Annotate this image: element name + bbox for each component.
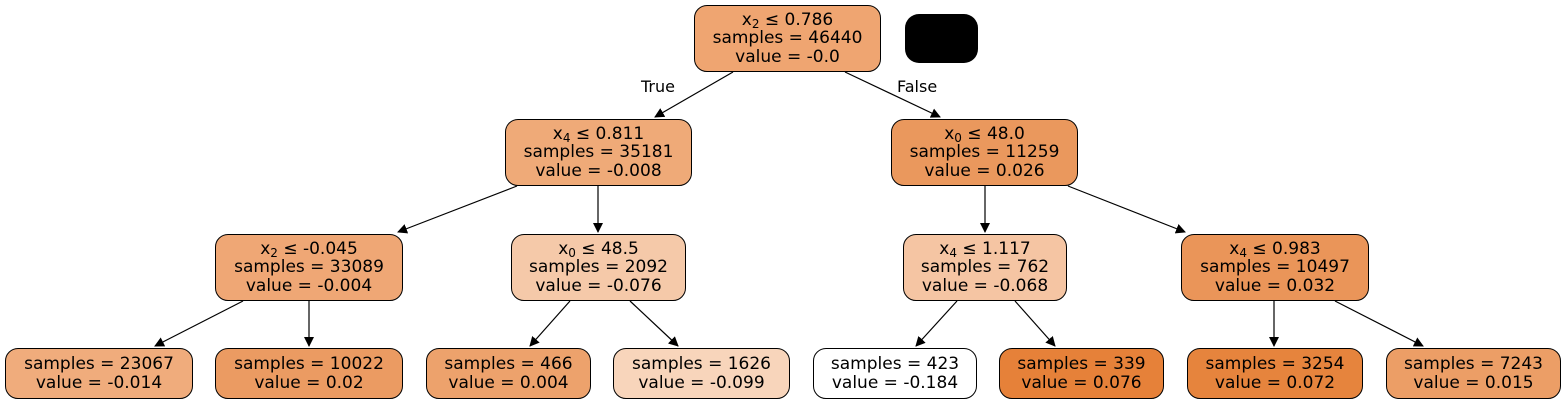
node-value: value = -0.014 — [35, 372, 163, 393]
node-value: value = 0.004 — [448, 372, 569, 393]
edge-root-right — [844, 71, 941, 118]
node-value: value = -0.008 — [535, 160, 662, 181]
node-split: x0 ≤ 48.5 — [558, 238, 639, 260]
edge-n1-n3 — [397, 185, 518, 234]
node-value: value = -0.099 — [638, 372, 765, 393]
node-value: value = -0.068 — [921, 275, 1049, 296]
node-split: x4 ≤ 0.983 — [1229, 238, 1321, 260]
node-split: x0 ≤ 48.0 — [944, 123, 1025, 145]
node-samples: samples = 339 — [1017, 354, 1146, 374]
edge-n4-n9 — [529, 300, 571, 347]
node-samples: samples = 7243 — [1404, 354, 1543, 374]
node-samples: samples = 466 — [444, 354, 573, 374]
edge-root-left — [654, 71, 734, 118]
tree-node-split: x2 ≤ -0.045 samples = 33089 value = -0.0… — [215, 234, 403, 301]
node-split: x4 ≤ 1.117 — [939, 238, 1031, 260]
edge-n3-n7 — [154, 300, 244, 347]
node-value: value = 0.026 — [924, 160, 1045, 181]
tree-leaf: samples = 7243 value = 0.015 — [1386, 348, 1561, 399]
node-samples: samples = 3254 — [1205, 354, 1345, 374]
node-value: value = 0.032 — [1214, 275, 1336, 296]
tree-leaf: samples = 339 value = 0.076 — [999, 348, 1164, 399]
node-value: value = -0.184 — [831, 372, 959, 393]
tree-leaf: samples = 1626 value = -0.099 — [613, 348, 790, 399]
edge-n5-n12 — [1014, 300, 1056, 347]
tree-node-split: x4 ≤ 0.811 samples = 35181 value = -0.00… — [505, 119, 692, 186]
node-samples: samples = 46440 — [712, 28, 863, 49]
node-split: x2 ≤ -0.045 — [260, 238, 358, 260]
node-samples: samples = 423 — [830, 354, 960, 374]
tree-node-split: x4 ≤ 0.983 samples = 10497 value = 0.032 — [1181, 234, 1369, 301]
edge-n4-n10 — [629, 300, 679, 347]
node-samples: samples = 35181 — [523, 142, 674, 163]
node-value: value = -0.004 — [245, 275, 373, 296]
node-samples: samples = 1626 — [632, 354, 771, 374]
node-split: x4 ≤ 0.811 — [552, 123, 645, 145]
node-value: value = 0.076 — [1021, 372, 1142, 393]
tree-leaf: samples = 23067 value = -0.014 — [5, 348, 193, 399]
node-value: value = 0.072 — [1214, 372, 1336, 393]
tree-node-split: x4 ≤ 1.117 samples = 762 value = -0.068 — [903, 234, 1067, 301]
node-samples: samples = 10022 — [234, 354, 384, 374]
edge-label-false: False — [897, 77, 938, 96]
node-value: value = 0.02 — [254, 372, 364, 393]
tree-leaf: samples = 10022 value = 0.02 — [215, 348, 403, 399]
node-samples: samples = 762 — [920, 257, 1050, 278]
node-value: value = -0.0 — [735, 46, 840, 67]
redaction-box — [905, 14, 978, 63]
tree-leaf: samples = 3254 value = 0.072 — [1187, 348, 1363, 399]
tree-node-root: x2 ≤ 0.786 samples = 46440 value = -0.0 — [694, 5, 881, 72]
edge-n5-n11 — [915, 300, 958, 347]
node-samples: samples = 11259 — [909, 142, 1060, 163]
node-samples: samples = 23067 — [24, 354, 174, 374]
node-samples: samples = 33089 — [234, 257, 384, 278]
tree-leaf: samples = 423 value = -0.184 — [813, 348, 977, 399]
edge-label-true: True — [641, 77, 675, 96]
node-split: x2 ≤ 0.786 — [741, 9, 834, 31]
node-value: value = 0.015 — [1413, 372, 1534, 393]
node-samples: samples = 10497 — [1200, 257, 1350, 278]
tree-node-split: x0 ≤ 48.5 samples = 2092 value = -0.076 — [511, 234, 686, 301]
edge-n2-n6 — [1067, 185, 1186, 234]
node-samples: samples = 2092 — [529, 257, 668, 278]
edge-n6-n14 — [1334, 300, 1424, 347]
node-value: value = -0.076 — [535, 275, 662, 296]
tree-node-split: x0 ≤ 48.0 samples = 11259 value = 0.026 — [891, 119, 1078, 186]
tree-leaf: samples = 466 value = 0.004 — [426, 348, 591, 399]
